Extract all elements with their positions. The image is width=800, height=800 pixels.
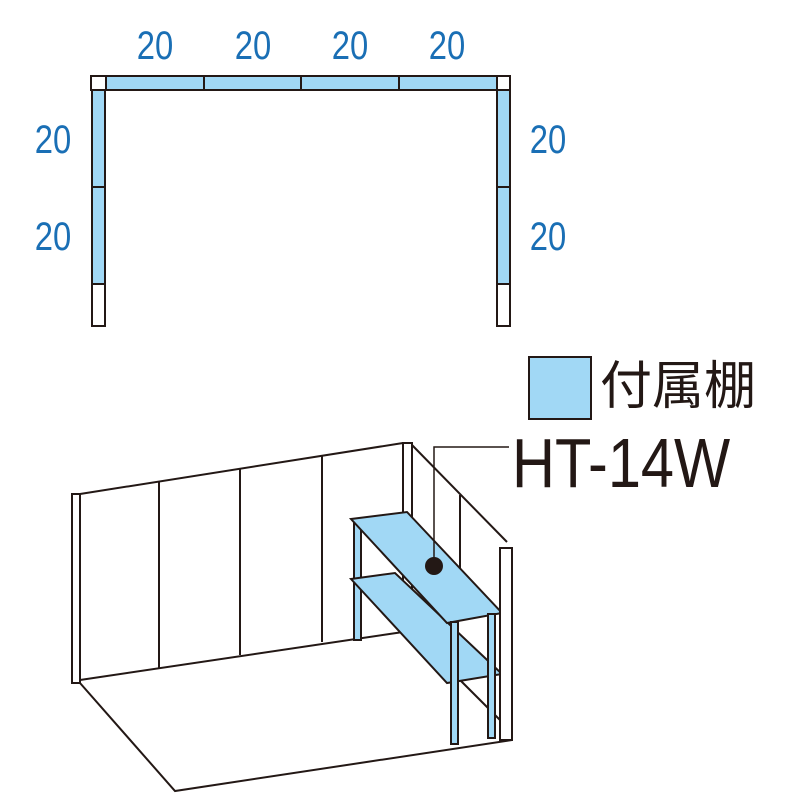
dim-left-1: 20 (34, 118, 72, 162)
dim-right-1: 20 (529, 118, 567, 162)
panel (496, 186, 511, 285)
panel (496, 89, 511, 188)
dim-right-2: 20 (529, 215, 567, 259)
post (496, 283, 511, 327)
perspective-view (71, 442, 513, 793)
post (91, 283, 106, 327)
plan-view (90, 75, 511, 327)
dim-top-3: 20 (331, 24, 369, 68)
panel (91, 89, 106, 188)
panel (300, 75, 400, 91)
corner-post (496, 75, 511, 91)
legend-swatch (528, 356, 592, 420)
legend-label: 付属棚 (600, 358, 757, 416)
callout-dot (425, 557, 443, 575)
panel (105, 75, 205, 91)
panel (91, 186, 106, 285)
dim-top-1: 20 (136, 24, 174, 68)
dim-top-4: 20 (428, 24, 466, 68)
corner-post (90, 75, 107, 91)
panel (398, 75, 498, 91)
dim-left-2: 20 (34, 215, 72, 259)
dim-top-2: 20 (234, 24, 272, 68)
model-label: HT-14W (512, 424, 731, 502)
panel (203, 75, 302, 91)
